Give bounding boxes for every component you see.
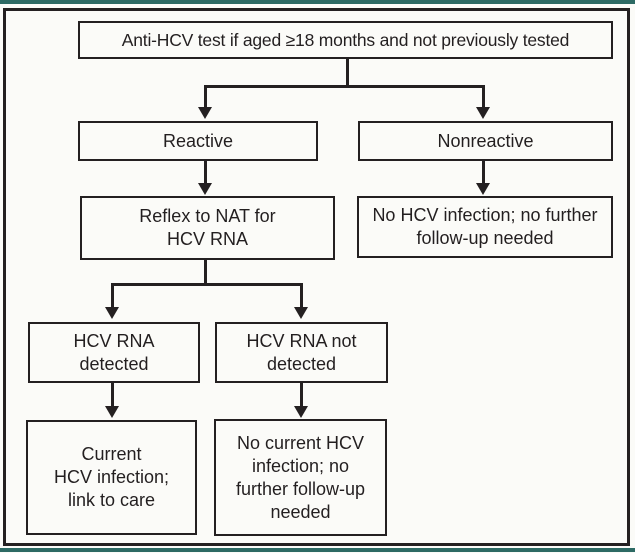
node-hcv-rna-not-detected-label: HCV RNA not detected bbox=[246, 330, 357, 374]
node-no-hcv-infection-label: No HCV infection; no further follow-up n… bbox=[372, 205, 598, 248]
node-reflex-nat: Reflex to NAT for HCV RNA bbox=[80, 196, 335, 260]
figure-top-rule bbox=[0, 0, 635, 4]
connector-root-stem bbox=[346, 59, 349, 88]
node-reactive-label: Reactive bbox=[162, 130, 234, 151]
node-current-hcv-infection: Current HCV infection; link to care bbox=[26, 420, 197, 535]
node-reflex-nat-label: Reflex to NAT for HCV RNA bbox=[139, 206, 276, 249]
arrowhead-down-rna-not-detected bbox=[294, 307, 308, 319]
node-hcv-rna-detected-label: HCV RNA detected bbox=[73, 330, 155, 374]
figure-border bbox=[3, 8, 630, 546]
arrowhead-down-current-infection bbox=[105, 406, 119, 418]
arrowhead-down-rna-detected bbox=[105, 307, 119, 319]
connector-reflex-stem bbox=[204, 260, 207, 286]
connector-to-rna-not-detected bbox=[300, 283, 303, 308]
connector-detected-to-current bbox=[111, 383, 114, 407]
connector-root-split-bar bbox=[204, 85, 485, 88]
node-nonreactive-label: Nonreactive bbox=[437, 130, 534, 151]
node-reactive: Reactive bbox=[78, 121, 318, 161]
figure-bottom-rule bbox=[0, 548, 635, 552]
connector-notdetected-to-no-current bbox=[300, 383, 303, 407]
arrowhead-down-no-infection bbox=[476, 183, 490, 195]
connector-to-reactive bbox=[204, 85, 207, 108]
arrowhead-down-reflex bbox=[198, 183, 212, 195]
connector-reactive-to-reflex bbox=[204, 161, 207, 184]
node-no-hcv-infection: No HCV infection; no further follow-up n… bbox=[357, 196, 613, 258]
connector-to-rna-detected bbox=[111, 283, 114, 308]
connector-nonreactive-to-no-infection bbox=[482, 161, 485, 184]
node-no-current-hcv-infection-label: No current HCV infection; no further fol… bbox=[235, 432, 366, 522]
node-anti-hcv-test: Anti-HCV test if aged ≥18 months and not… bbox=[78, 21, 613, 59]
arrowhead-down-reactive bbox=[198, 107, 212, 119]
node-no-current-hcv-infection: No current HCV infection; no further fol… bbox=[214, 419, 387, 536]
node-nonreactive: Nonreactive bbox=[358, 121, 613, 161]
arrowhead-down-nonreactive bbox=[476, 107, 490, 119]
node-hcv-rna-not-detected: HCV RNA not detected bbox=[215, 322, 388, 383]
arrowhead-down-no-current-infection bbox=[294, 406, 308, 418]
node-current-hcv-infection-label: Current HCV infection; link to care bbox=[53, 444, 170, 510]
connector-to-nonreactive bbox=[482, 85, 485, 108]
connector-reflex-split-bar bbox=[111, 283, 303, 286]
node-hcv-rna-detected: HCV RNA detected bbox=[28, 322, 200, 383]
node-anti-hcv-test-label: Anti-HCV test if aged ≥18 months and not… bbox=[121, 29, 570, 50]
